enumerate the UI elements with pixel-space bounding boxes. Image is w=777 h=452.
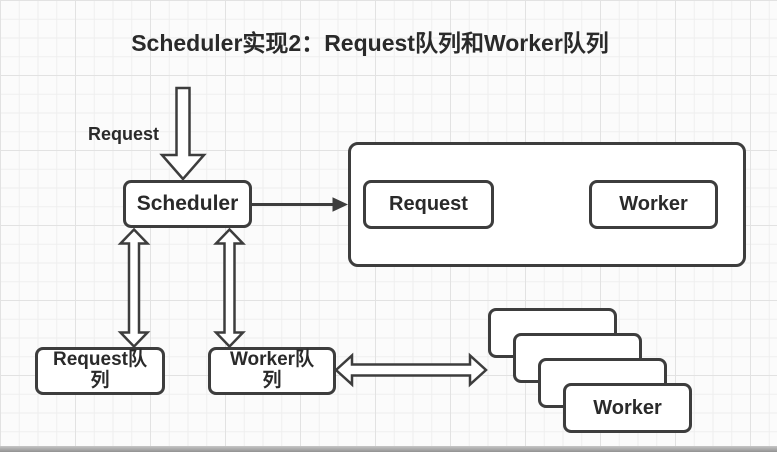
scheduler-worker-queue-arrow <box>213 227 246 349</box>
pipeline-request-box: Request <box>363 180 494 229</box>
worker-card-front: Worker <box>563 383 692 433</box>
scheduler-label: Scheduler <box>136 192 239 215</box>
pipeline-worker-box: Worker <box>589 180 718 229</box>
request-queue-box: Request队 列 <box>35 347 165 395</box>
scheduler-request-queue-arrow <box>117 227 151 349</box>
worker-queue-pool-arrow <box>334 352 488 388</box>
diagram-title: Scheduler实现2：Request队列和Worker队列 <box>131 30 609 56</box>
request-queue-label: Request队 列 <box>53 349 147 391</box>
worker-queue-box: Worker队 列 <box>208 347 336 395</box>
pipeline-request-label: Request <box>389 193 468 215</box>
worker-queue-label: Worker队 列 <box>229 349 315 391</box>
paper-bottom-edge <box>0 446 777 452</box>
worker-card-label: Worker <box>593 396 662 419</box>
request-inflow-label: Request <box>88 124 160 144</box>
scheduler-box: Scheduler <box>123 180 252 228</box>
scheduler-to-pipeline-arrow <box>252 197 348 212</box>
pipeline-worker-label: Worker <box>619 193 688 215</box>
request-inflow-arrow <box>159 86 207 181</box>
